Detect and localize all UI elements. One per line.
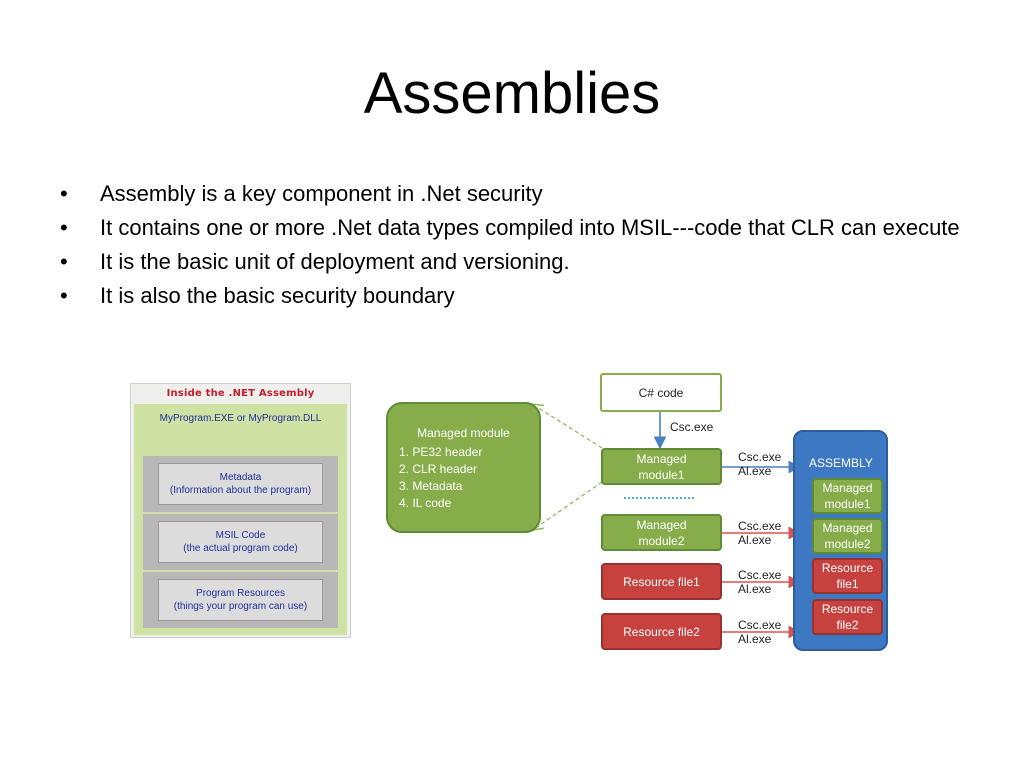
- bullet-text: It is the basic unit of deployment and v…: [100, 249, 570, 274]
- assembly-module1: Managed module1: [812, 478, 883, 514]
- box-line: Resource: [821, 602, 874, 616]
- bullet-marker: •: [60, 249, 68, 274]
- tool-line: Csc.exe: [738, 568, 782, 582]
- bullet-text: It is also the basic security boundary: [100, 283, 455, 308]
- dashed-link-bottom: [537, 481, 603, 527]
- module-part: 2. CLR header: [399, 462, 478, 476]
- box-line: Managed: [636, 517, 687, 532]
- module-part: 4. IL code: [399, 496, 452, 510]
- bullet-item: • Assembly is a key component in .Net sec…: [60, 180, 970, 208]
- file-label: MyProgram.EXE or MyProgram.DLL: [159, 413, 322, 424]
- msil-code-panel: MSIL Code (the actual program code): [158, 521, 323, 563]
- bullet-marker: •: [60, 215, 68, 240]
- managed-module-title: Managed module: [417, 426, 510, 440]
- module-part: 1. PE32 header: [399, 445, 483, 459]
- assembly-module2: Managed module2: [812, 518, 883, 554]
- figure-title: Inside the .NET Assembly: [166, 388, 315, 399]
- net-assembly-figure: Inside the .NET Assembly MyProgram.EXE o…: [130, 383, 351, 638]
- tool-line: Al.exe: [738, 533, 772, 547]
- csc-exe-label: Csc.exe: [670, 420, 714, 434]
- bullet-text: It contains one or more .Net data types …: [100, 215, 960, 240]
- box-line: file2: [836, 618, 859, 632]
- bullet-list: • Assembly is a key component in .Net sec…: [60, 180, 970, 316]
- bullet-marker: •: [60, 283, 68, 308]
- box-line: Managed: [822, 521, 873, 535]
- section-title: Metadata: [219, 472, 262, 483]
- section-title: Program Resources: [196, 588, 285, 599]
- tool-line: Csc.exe: [738, 450, 782, 464]
- metadata-panel: Metadata (Information about the program): [158, 463, 323, 505]
- assembly-label: ASSEMBLY: [809, 456, 873, 470]
- box-line: Resource file2: [623, 624, 700, 639]
- tool-line: Csc.exe: [738, 618, 782, 632]
- csharp-code-label: C# code: [638, 385, 684, 400]
- assembly-resource1: Resource file1: [812, 558, 883, 594]
- resource-file1-box: Resource file1: [601, 563, 722, 600]
- tool-line: Al.exe: [738, 464, 772, 478]
- box-line: module2: [638, 533, 685, 548]
- resource-file2-box: Resource file2: [601, 613, 722, 650]
- box-line: Managed: [822, 481, 873, 495]
- bullet-text: Assembly is a key component in .Net secu…: [100, 181, 543, 206]
- msil-code-section: MSIL Code (the actual program code): [143, 514, 338, 570]
- module-part: 3. Metadata: [399, 479, 463, 493]
- bullet-marker: •: [60, 181, 68, 206]
- assembly-resource2: Resource file2: [812, 599, 883, 635]
- section-title: MSIL Code: [215, 530, 266, 541]
- section-description: (the actual program code): [183, 543, 298, 554]
- box-line: module1: [638, 467, 685, 482]
- tool-line: Al.exe: [738, 582, 772, 596]
- assembly-container: MyProgram.EXE or MyProgram.DLL Metadata …: [134, 404, 347, 635]
- dashed-link-top: [537, 407, 603, 449]
- bullet-item: • It contains one or more .Net data types…: [60, 214, 970, 242]
- box-line: Managed: [636, 451, 687, 466]
- section-description: (things your program can use): [173, 601, 308, 612]
- bullet-item: • It is the basic unit of deployment and …: [60, 248, 970, 276]
- box-line: module1: [824, 497, 871, 511]
- slide-title: Assemblies: [363, 61, 661, 126]
- metadata-section: Metadata (Information about the program): [143, 456, 338, 512]
- tool-line: Csc.exe: [738, 519, 782, 533]
- box-line: module2: [824, 537, 871, 551]
- box-line: Resource: [821, 561, 874, 575]
- box-line: file1: [836, 577, 859, 591]
- section-description: (Information about the program): [169, 485, 312, 496]
- box-line: Resource file1: [623, 574, 700, 589]
- bullet-item: • It is also the basic security boundary: [60, 282, 970, 310]
- tool-line: Al.exe: [738, 632, 772, 646]
- program-resources-panel: Program Resources (things your program c…: [158, 579, 323, 621]
- csharp-code-box: C# code: [600, 373, 722, 412]
- managed-module-box: Managed module 1. PE32 header 2. CLR hea…: [386, 402, 541, 533]
- program-resources-section: Program Resources (things your program c…: [143, 572, 338, 628]
